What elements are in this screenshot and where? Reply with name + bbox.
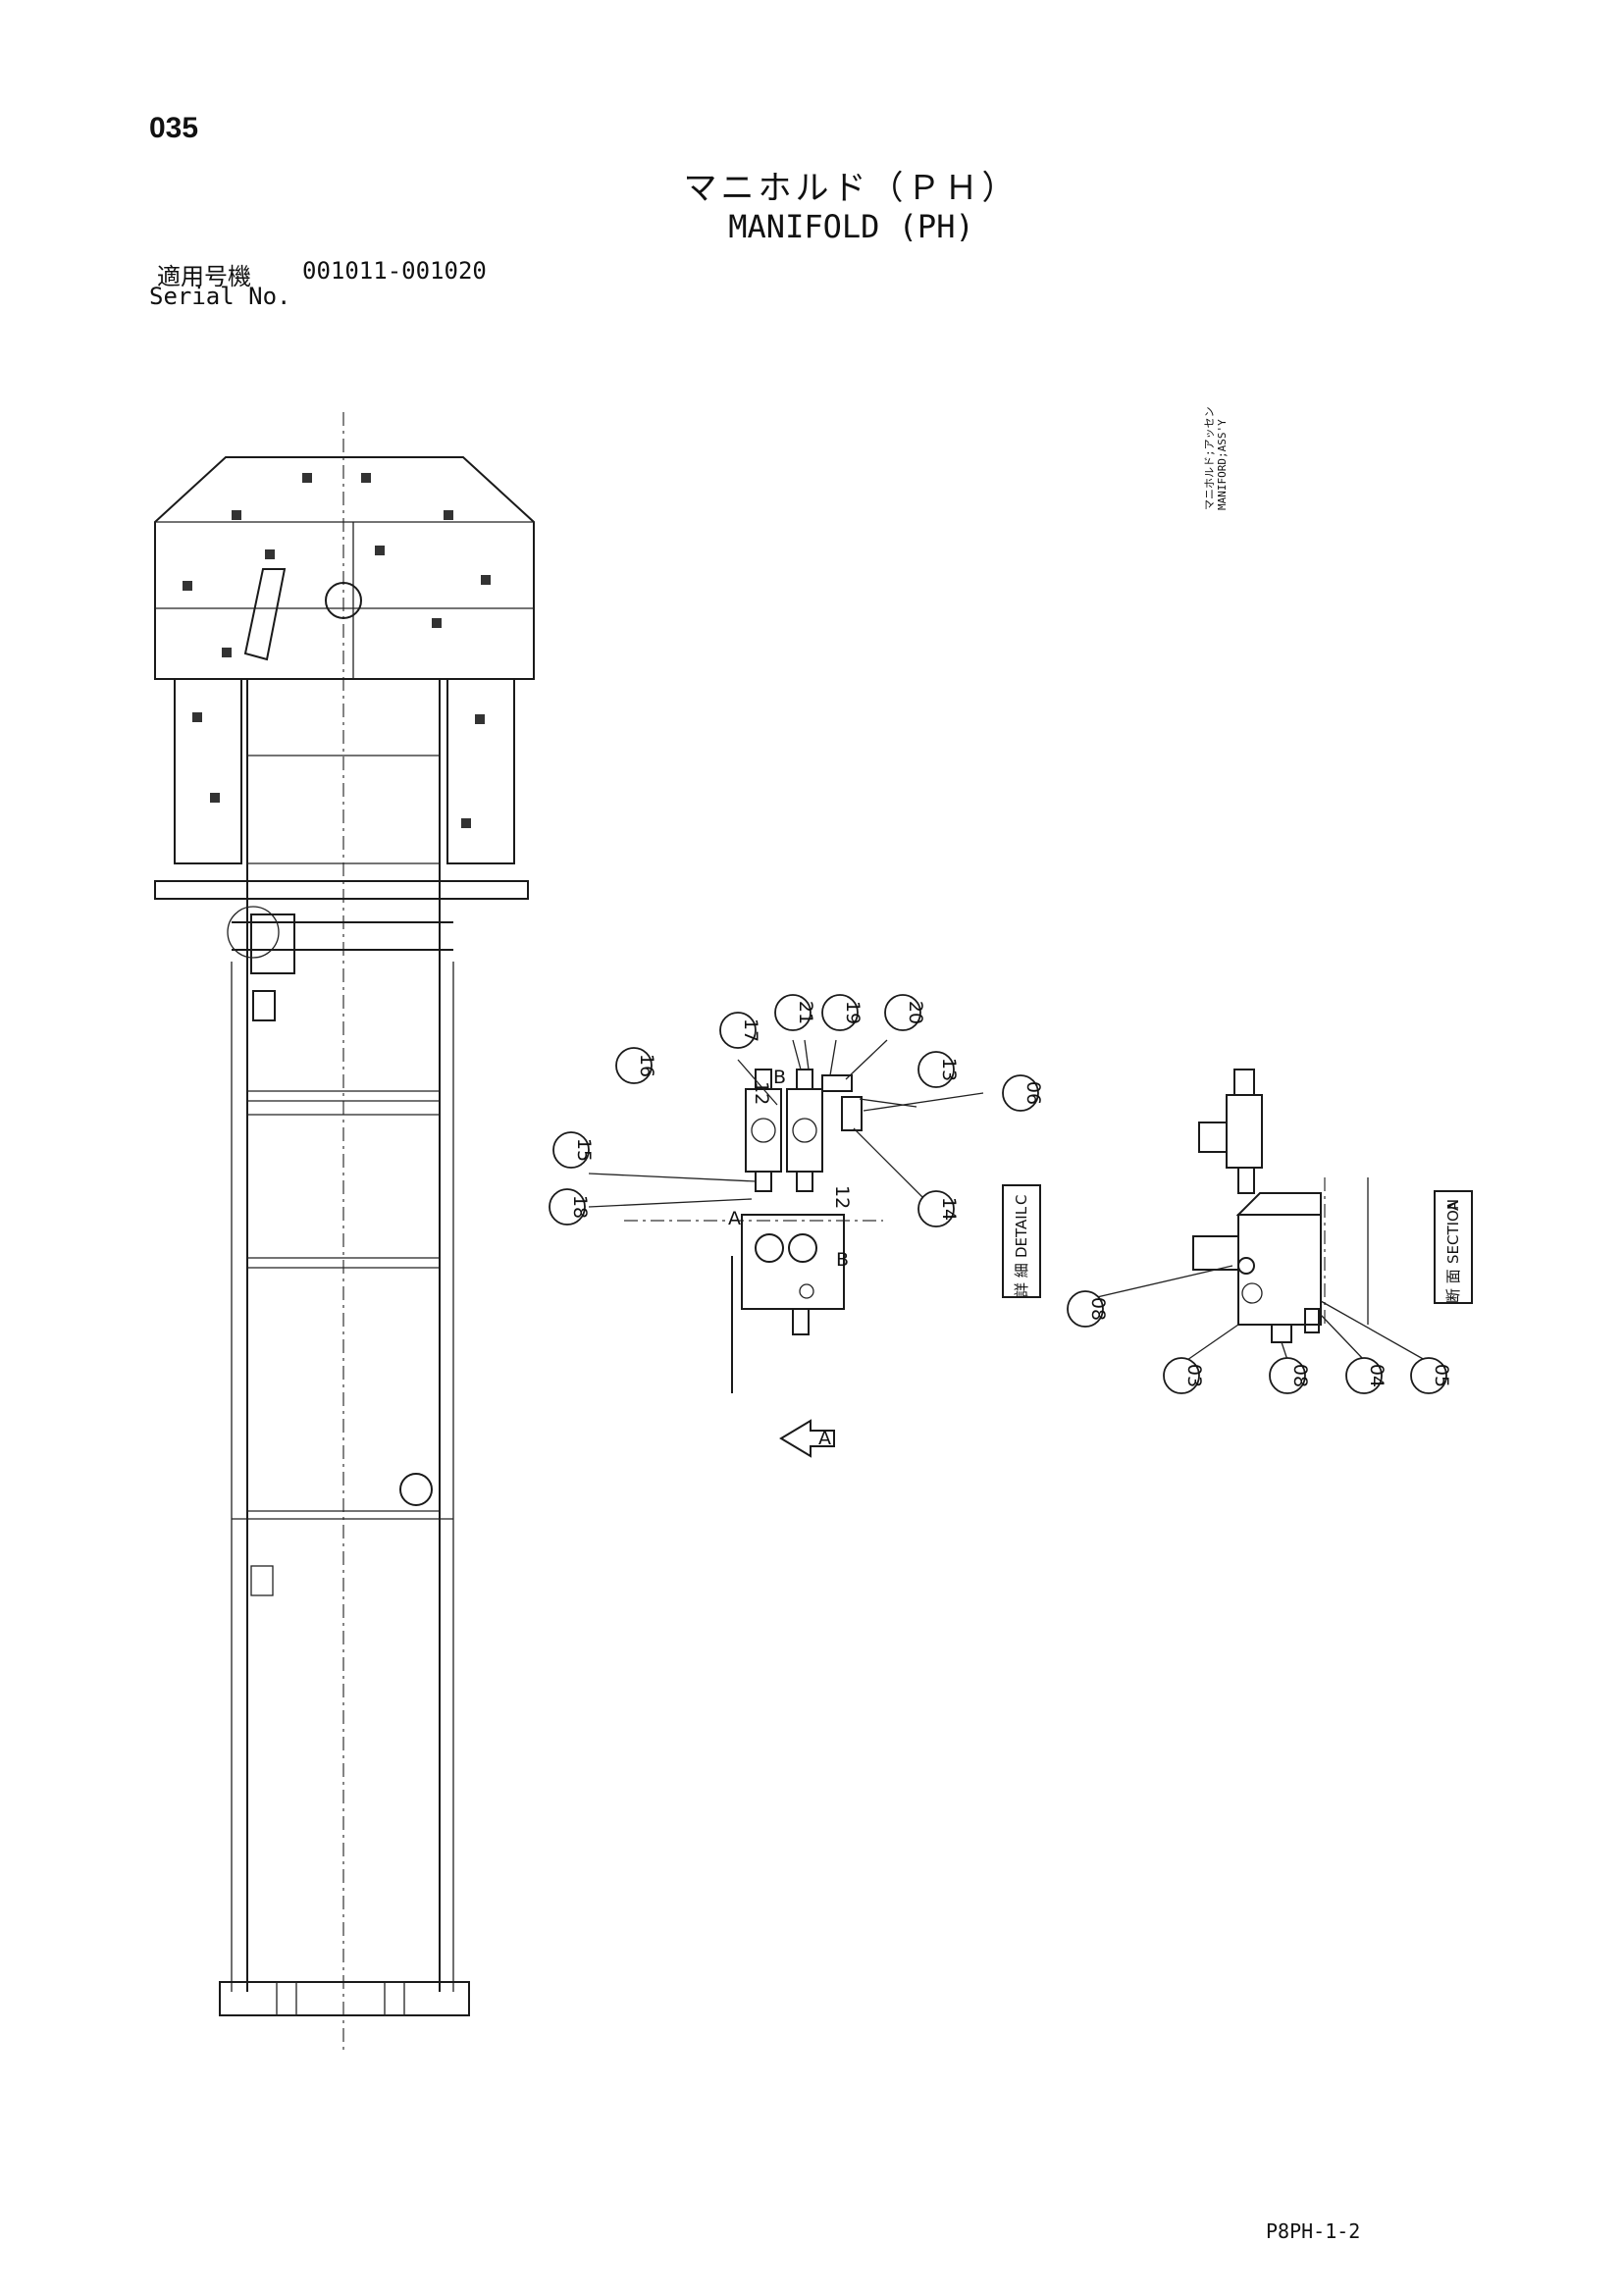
callout-number: 08 xyxy=(1289,1364,1311,1387)
detail-box-en: DETAIL xyxy=(1013,1206,1030,1258)
serial-label-english: Serial No. xyxy=(149,283,291,310)
section-box xyxy=(1434,1190,1473,1304)
detail-box-jp: 詳 細 xyxy=(1013,1263,1030,1297)
machine-plan-view xyxy=(154,412,535,2051)
serial-range: 001011-001020 xyxy=(302,257,487,285)
section-box-ref: A xyxy=(1444,1200,1462,1211)
section-box-jp: 断 面 xyxy=(1444,1269,1462,1303)
callout-number: 12 xyxy=(831,1185,853,1209)
detail-box xyxy=(1002,1184,1041,1298)
callout-number: 03 xyxy=(1183,1364,1205,1387)
callout-number: 15 xyxy=(573,1138,595,1162)
callout-number: 04 xyxy=(1366,1364,1388,1387)
callout-number: 13 xyxy=(938,1058,960,1081)
page-title-english: MANIFOLD (PH) xyxy=(728,208,974,245)
detail-box-ref: C xyxy=(1013,1195,1030,1205)
callouts-detail-c: 17 21 19 20 13 06 16 15 18 14 12 12 xyxy=(549,994,1044,1227)
drawing-code: P8PH-1-2 xyxy=(1266,2219,1361,2243)
serial-label-japanese: 適用号機 xyxy=(157,263,251,290)
view-arrow-label: A xyxy=(818,1428,831,1449)
callout-number: 14 xyxy=(938,1197,960,1221)
view-direction-arrow xyxy=(779,1419,835,1458)
callout-number: 19 xyxy=(842,1001,864,1024)
callout-number: 20 xyxy=(905,1001,926,1024)
callout-number: 18 xyxy=(569,1195,591,1219)
callout-number: 16 xyxy=(636,1054,657,1077)
callout-number: 06 xyxy=(1022,1081,1044,1105)
port-label: A xyxy=(728,1208,741,1229)
manifold-section-a xyxy=(1096,1069,1426,1361)
callout-number: 08 xyxy=(1087,1297,1109,1321)
port-label: B xyxy=(773,1067,786,1088)
page-number: 035 xyxy=(149,112,199,144)
callouts-section-a: 08 03 08 04 05 xyxy=(1067,1290,1452,1394)
callout-number: 17 xyxy=(740,1018,761,1042)
page-title-japanese: マニホルド（ＰＨ） xyxy=(683,169,1020,208)
callout-number: 12 xyxy=(751,1081,772,1105)
callout-number: 21 xyxy=(795,1001,816,1024)
manifold-detail-c xyxy=(588,1039,984,1393)
section-box-en: SECTION xyxy=(1444,1199,1462,1264)
port-label: B xyxy=(836,1249,849,1271)
callout-number: 05 xyxy=(1431,1364,1452,1387)
